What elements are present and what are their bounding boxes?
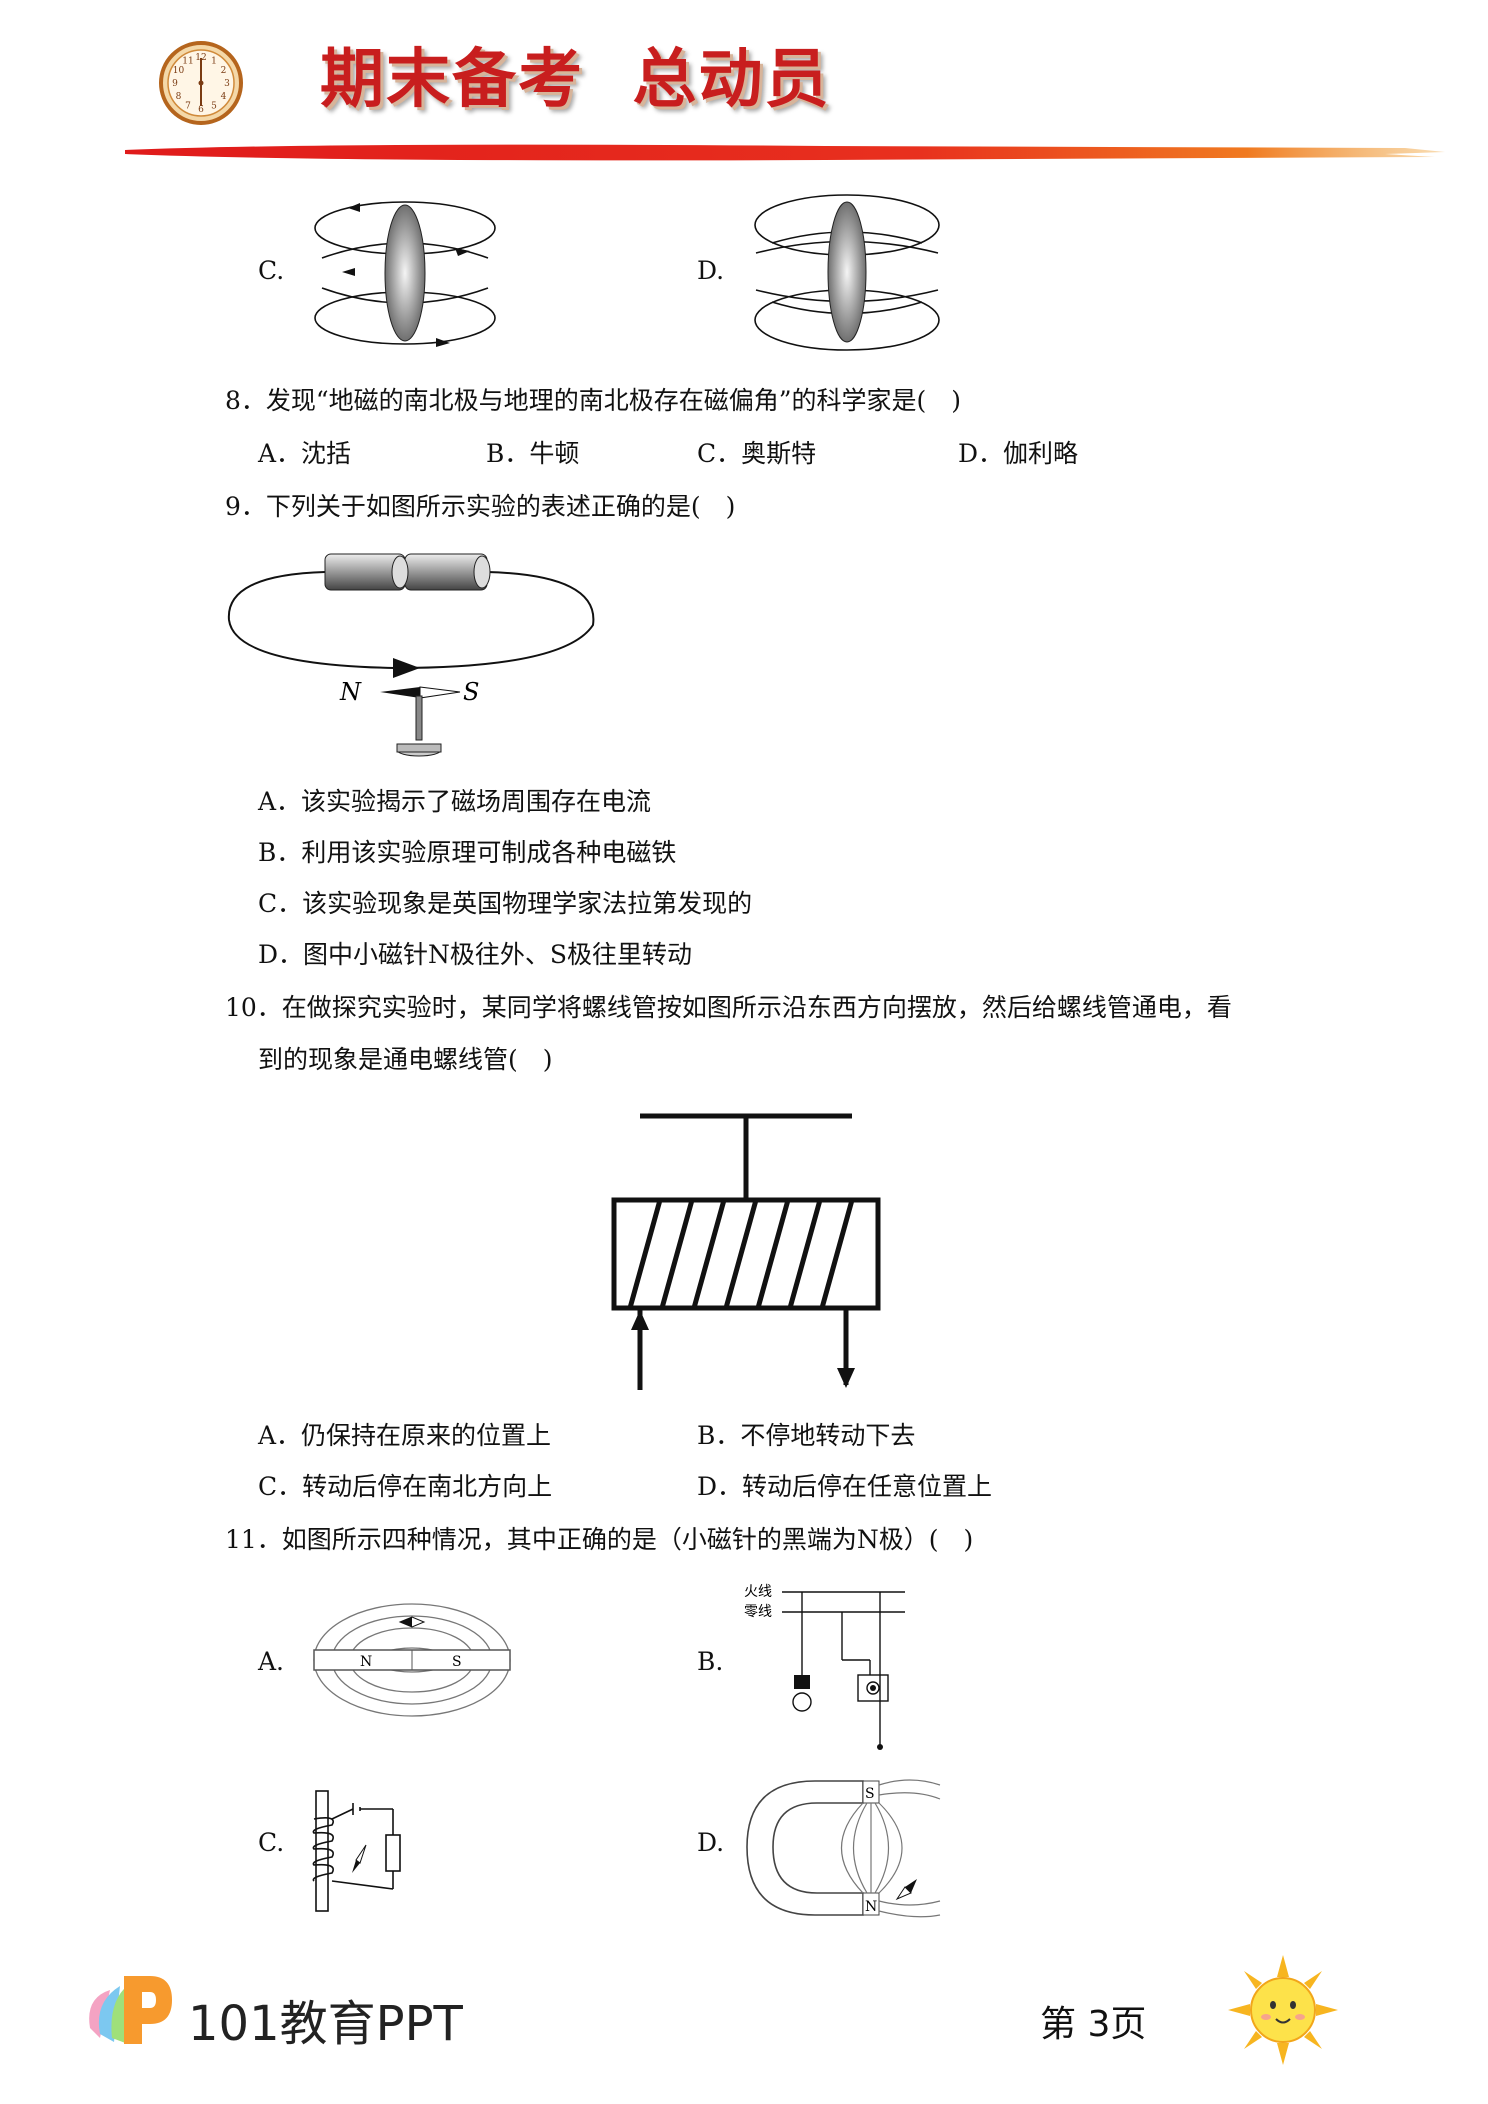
clock-numeral: 10 (173, 66, 185, 76)
q11-stem: 11．如图所示四种情况，其中正确的是（小磁针的黑端为N极）( ) (225, 1525, 974, 1554)
q11-label-b: B. (697, 1647, 724, 1676)
q11-b-live-label: 火线 (744, 1584, 772, 1600)
clock-numeral: 4 (221, 92, 227, 102)
clock-numeral: 11 (182, 57, 193, 67)
clock-numeral: 9 (172, 79, 178, 89)
q10-stem-line1: 10．在做探究实验时，某同学将螺线管按如图所示沿东西方向摆放，然后给螺线管通电，… (225, 993, 1232, 1022)
q11-b-neutral-label: 零线 (744, 1604, 772, 1620)
q7-figure-d (742, 185, 952, 360)
q11-a-s-label: S (452, 1654, 462, 1670)
q11-a-n-label: N (360, 1654, 372, 1670)
q8-option-b: B．牛顿 (486, 439, 580, 468)
q10-option-a: A．仍保持在原来的位置上 (258, 1421, 552, 1450)
q11-figure-c-electromagnet (308, 1785, 418, 1915)
q11-figure-a-bar-magnet: N S (312, 1600, 512, 1720)
page-number: 第 3页 (1040, 2004, 1147, 2045)
q9-option-c: C．该实验现象是英国物理学家法拉第发现的 (258, 889, 753, 918)
clock-numeral: 8 (176, 92, 182, 102)
q11-label-c: C. (258, 1828, 285, 1857)
q10-option-c: C．转动后停在南北方向上 (258, 1472, 553, 1501)
q9-option-a: A．该实验揭示了磁场周围存在电流 (258, 787, 652, 816)
q8-option-c: C．奥斯特 (697, 439, 817, 468)
q11-label-a: A. (258, 1647, 285, 1676)
clock-numeral: 7 (185, 102, 191, 112)
q9-figure-circuit: N S (225, 530, 605, 770)
q8-option-a: A．沈括 (258, 439, 352, 468)
footer-brand: 101教育PPT (188, 1996, 463, 2052)
clock-numeral: 5 (211, 102, 217, 112)
q11-label-d: D. (697, 1828, 725, 1857)
footer-sun-icon (1228, 1955, 1338, 2065)
q10-option-b: B．不停地转动下去 (697, 1421, 916, 1450)
q7-option-d-label: D. (697, 256, 725, 285)
clock-numeral: 2 (221, 66, 227, 76)
q7-option-c-label: C. (258, 256, 285, 285)
header-red-stroke (125, 138, 1445, 168)
clock-numeral: 1 (211, 57, 217, 67)
q9-option-d: D．图中小磁针N极往外、S极往里转动 (258, 940, 693, 969)
clock-numeral: 3 (224, 79, 230, 89)
q11-figure-d-horseshoe: S N (745, 1775, 945, 1925)
q10-figure-solenoid (600, 1100, 890, 1400)
q11-d-n-label: N (865, 1899, 877, 1915)
clock-numeral: 6 (198, 105, 204, 115)
q7-figure-c (300, 188, 510, 358)
footer-logo-icon (80, 1968, 175, 2048)
header-clock-logo: 121234567891011 (158, 40, 244, 126)
q9-option-b: B．利用该实验原理可制成各种电磁铁 (258, 838, 677, 867)
q9-needle-n-label: N (339, 678, 362, 706)
q10-option-d: D．转动后停在任意位置上 (697, 1472, 993, 1501)
q11-figure-b-wiring: 火线 零线 (740, 1580, 910, 1760)
q11-d-s-label: S (865, 1786, 875, 1802)
q9-stem: 9．下列关于如图所示实验的表述正确的是( ) (225, 492, 736, 521)
q8-option-d: D．伽利略 (958, 439, 1079, 468)
q8-stem: 8．发现“地磁的南北极与地理的南北极存在磁偏角”的科学家是( ) (225, 386, 961, 415)
q10-stem-line2: 到的现象是通电螺线管( ) (258, 1045, 553, 1074)
banner-title: 期末备考 总动员 (320, 43, 831, 117)
q9-needle-s-label: S (463, 678, 479, 706)
